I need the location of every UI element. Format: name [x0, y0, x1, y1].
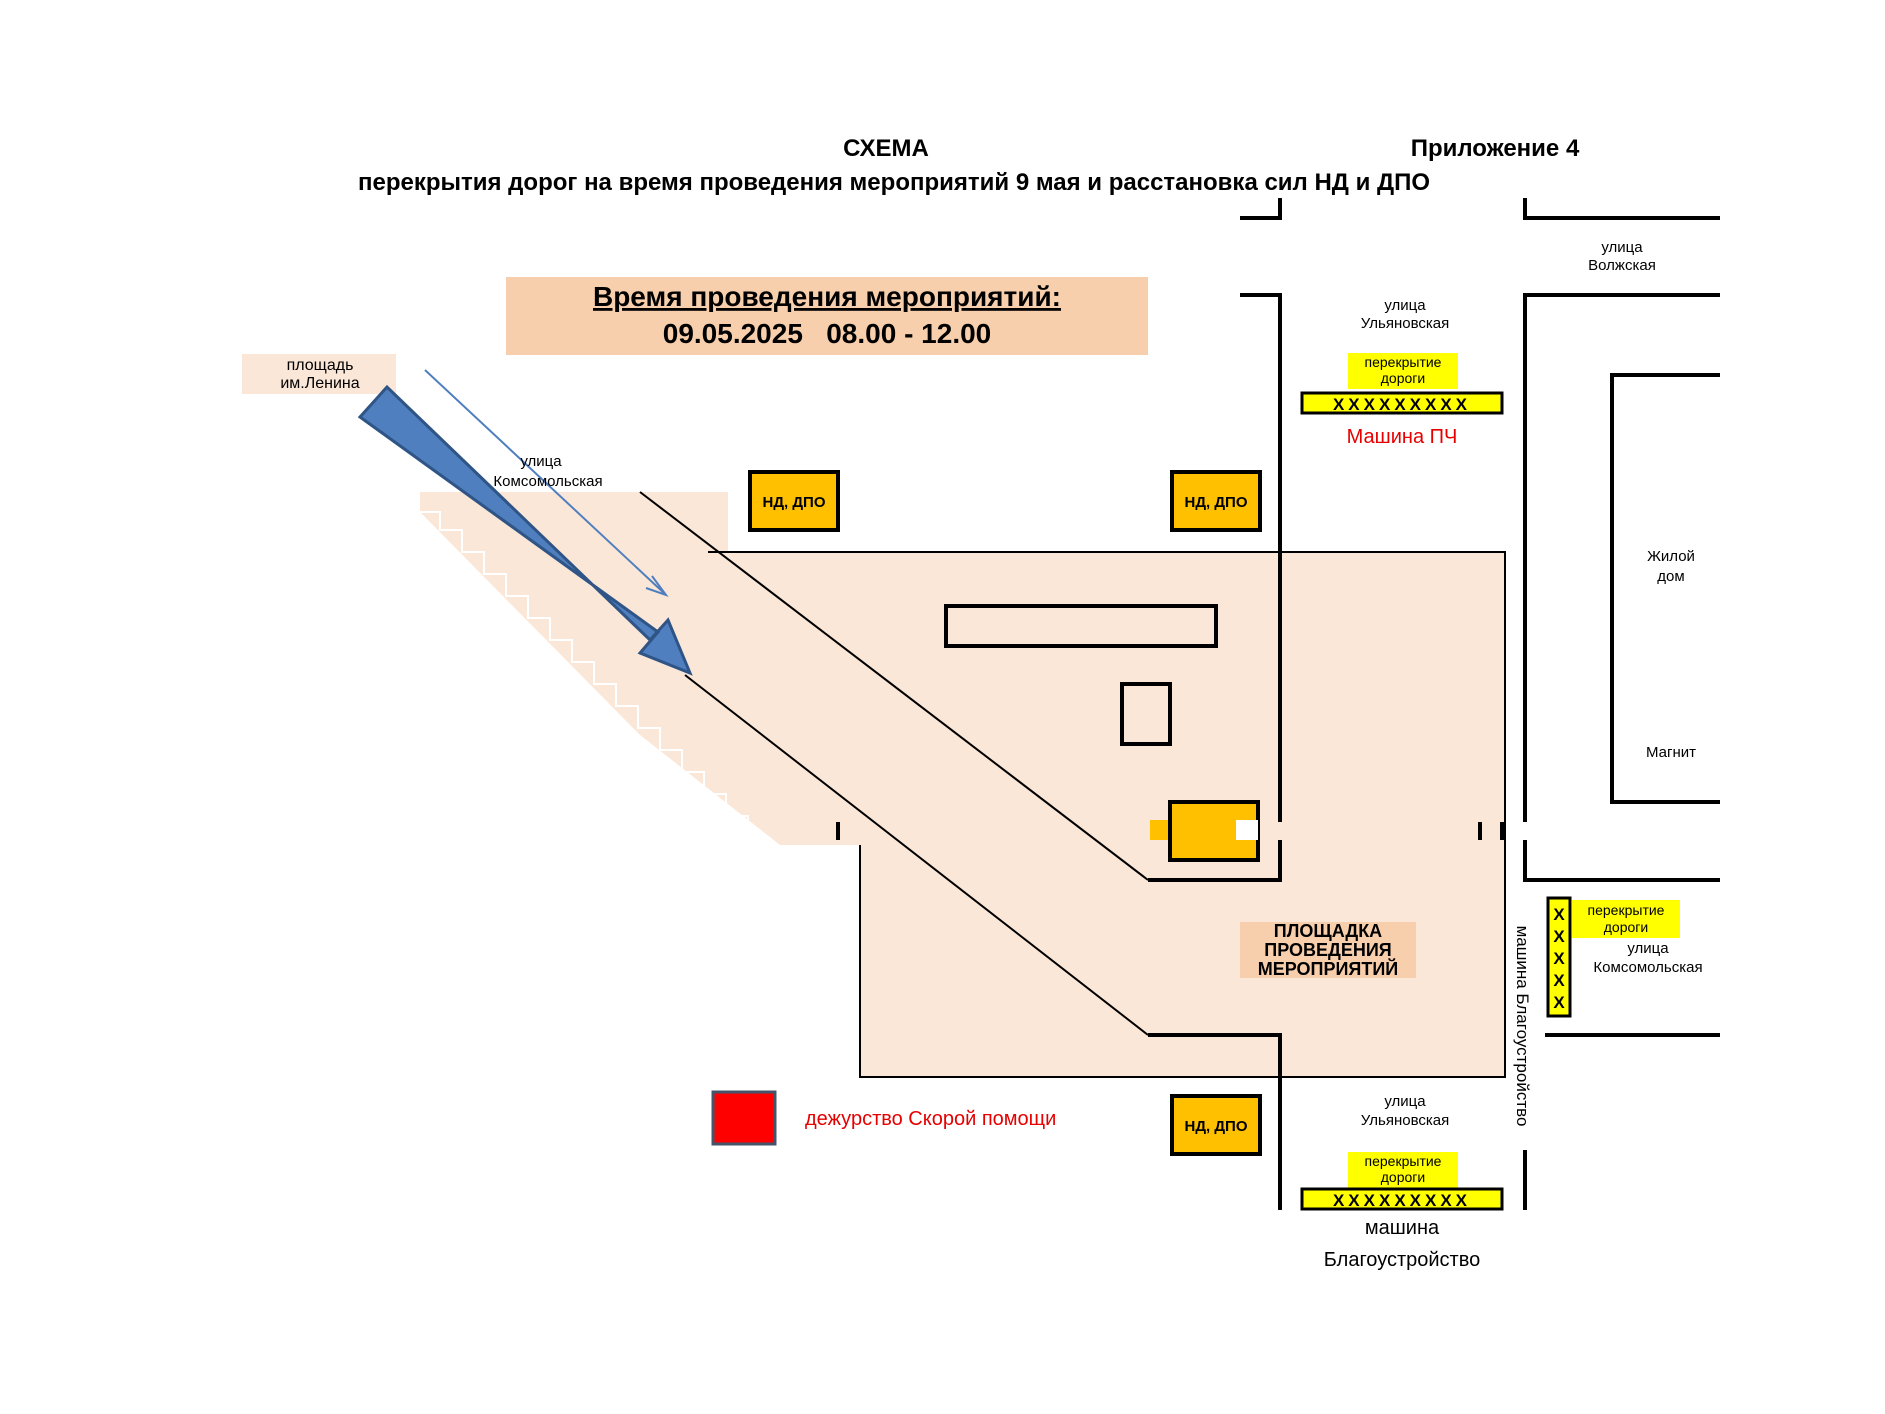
municipal-truck-bottom-label-1: машина — [1365, 1217, 1440, 1239]
closure-top-label-2: дороги — [1381, 370, 1425, 386]
venue-label-2: ПРОВЕДЕНИЯ — [1264, 940, 1391, 960]
closure-right-label-2: дороги — [1604, 919, 1648, 935]
event-time-value: 09.05.2025 08.00 - 12.00 — [663, 318, 992, 349]
closure-top-label-bg — [1348, 353, 1458, 389]
residential-label-1: Жилой — [1647, 548, 1695, 565]
closure-barrier-right-mark: X — [1553, 905, 1565, 924]
ulyanovskaya-bottom-label-2: Ульяновская — [1361, 1112, 1450, 1129]
komsomolskaya-top-label-1: улица — [520, 453, 562, 470]
magnit-label: Магнит — [1646, 744, 1696, 761]
scheme-title: СХЕМА — [843, 135, 929, 162]
fire-truck-label: Машина ПЧ — [1347, 426, 1458, 448]
ulyanovskaya-bottom-label-1: улица — [1384, 1093, 1426, 1110]
diagonal-street-upper — [639, 491, 1149, 881]
municipal-truck-vertical-label: машина Благоустройство — [1513, 926, 1532, 1127]
venue-label-3: МЕРОПРИЯТИЙ — [1258, 958, 1398, 979]
field-kitchen-tab-right — [1236, 820, 1258, 840]
komsomolskaya-right-label-2: Комсомольская — [1593, 959, 1702, 976]
diagonal-street-lower — [684, 674, 1149, 1036]
closure-barrier-top-marks: XXXXXXXXX — [1333, 395, 1471, 414]
venue-label-bg — [1240, 922, 1416, 978]
nd-dpo-post-bottom-label: НД, ДПО — [1185, 1118, 1248, 1135]
nd-dpo-post-left-label: НД, ДПО — [763, 494, 826, 511]
closure-bottom-label-2: дороги — [1381, 1169, 1425, 1185]
lenin-square-label-bg — [242, 354, 396, 394]
nd-dpo-post-top — [1170, 470, 1262, 532]
ulyanovskaya-top-label-2: Ульяновская — [1361, 315, 1450, 332]
stage-platform — [944, 604, 1218, 648]
ulyanovskaya-top-label-1: улица — [1384, 297, 1426, 314]
volzhskaya-label-1: улица — [1601, 239, 1643, 256]
road-borders — [836, 198, 1720, 1210]
komsomolskaya-top-label-2: Комсомольская — [493, 473, 602, 490]
closure-barrier-bottom — [1300, 1187, 1504, 1211]
venue-outline — [708, 551, 1506, 1078]
venue-area — [420, 492, 1505, 1077]
monument-square — [1120, 682, 1172, 746]
appendix-label: Приложение 4 — [1411, 135, 1580, 162]
municipal-truck-bottom-label-2: Благоустройство — [1324, 1249, 1480, 1271]
plaza-staircase-edge — [420, 511, 771, 845]
closure-barrier-right — [1546, 896, 1572, 1018]
closure-barrier-right-mark: X — [1553, 971, 1565, 990]
closure-right-label-bg — [1572, 900, 1680, 938]
closure-barrier-right-mark: X — [1553, 993, 1565, 1012]
closure-barrier-right-mark: X — [1553, 949, 1565, 968]
big-blue-arrow-icon — [357, 384, 693, 676]
lenin-square-label-2: им.Ленина — [280, 375, 359, 392]
nd-dpo-post-bottom — [1170, 1094, 1262, 1156]
closure-barrier-right-marks: X X X X X — [1553, 905, 1565, 1012]
event-time-box — [506, 277, 1148, 355]
venue-label-1: ПЛОЩАДКА — [1274, 921, 1382, 941]
scheme-subtitle: перекрытия дорог на время проведения мер… — [358, 169, 1430, 196]
komsomolskaya-right-label-1: улица — [1627, 940, 1669, 957]
nd-dpo-post-top-label: НД, ДПО — [1185, 494, 1248, 511]
lenin-square-label-1: площадь — [287, 357, 354, 374]
route-thin-arrow — [424, 369, 666, 595]
ambulance-legend-label: дежурство Скорой помощи — [805, 1108, 1056, 1130]
closure-barrier-right-mark: X — [1553, 927, 1565, 946]
nd-dpo-post-left — [748, 470, 840, 532]
closure-right-label-1: перекрытие — [1588, 902, 1665, 918]
event-time-heading: Время проведения мероприятий: — [593, 281, 1061, 312]
red-square-icon — [711, 1090, 777, 1146]
closure-bottom-label-1: перекрытие — [1365, 1153, 1442, 1169]
route-thin-arrow-head — [645, 575, 669, 598]
volzhskaya-label-2: Волжская — [1588, 257, 1656, 274]
closure-barrier-top — [1300, 391, 1504, 415]
closure-barrier-bottom-marks: XXXXXXXXX — [1333, 1191, 1471, 1210]
closure-top-label-1: перекрытие — [1365, 354, 1442, 370]
residential-label-2: дом — [1657, 568, 1684, 585]
closure-bottom-label-bg — [1348, 1152, 1458, 1188]
